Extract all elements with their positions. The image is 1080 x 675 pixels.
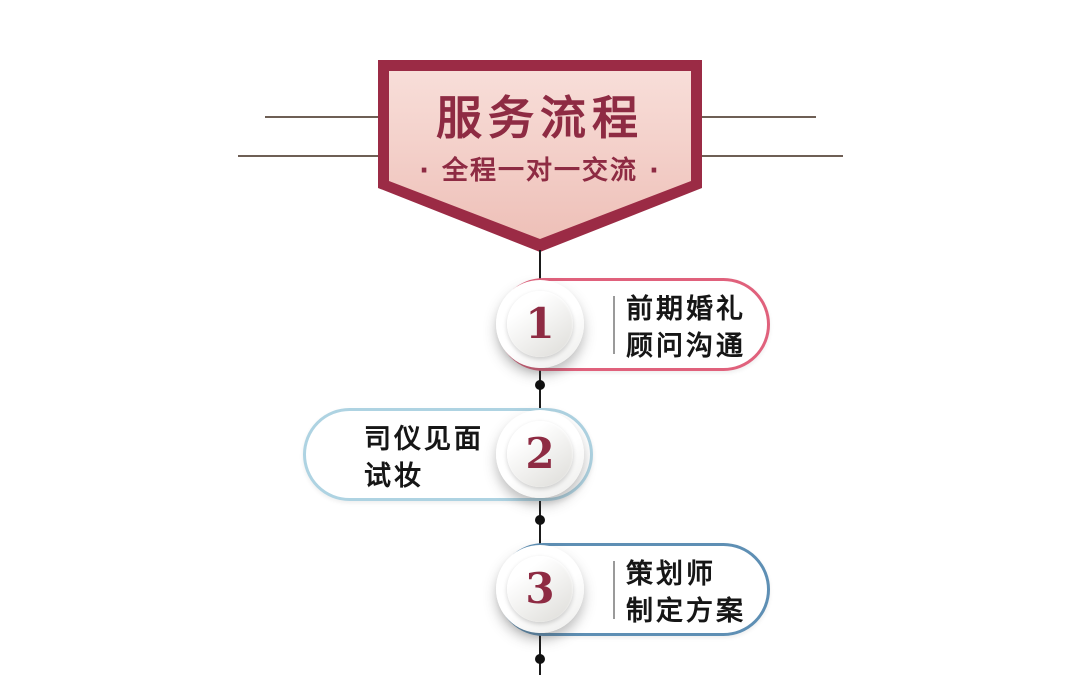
- timeline-dot-2: [535, 515, 545, 525]
- step-3-number-circle-inner: 3: [507, 556, 573, 622]
- step-3-divider: [613, 561, 615, 619]
- step-2-number: 2: [525, 429, 555, 478]
- page-title: 服务流程: [436, 91, 644, 145]
- step-2-label: 司仪见面 试妆: [364, 421, 484, 495]
- step-2-label-line1: 司仪见面: [364, 424, 484, 455]
- page-subtitle: · 全程一对一交流 ·: [419, 156, 661, 186]
- step-1-label-line2: 顾问沟通: [626, 331, 746, 362]
- decor-line-right-top: [689, 116, 816, 118]
- timeline-dot-1: [535, 380, 545, 390]
- step-2-label-line2: 试妆: [364, 461, 424, 492]
- step-3-label-line2: 制定方案: [626, 596, 746, 627]
- step-1-divider: [613, 296, 615, 354]
- step-3-number-circle: 3: [496, 545, 584, 633]
- timeline-dot-3: [535, 654, 545, 664]
- step-1-number: 1: [525, 299, 555, 348]
- step-1-number-circle-inner: 1: [507, 291, 573, 357]
- step-1-label-line1: 前期婚礼: [626, 294, 746, 325]
- decor-line-right-bottom: [702, 155, 843, 157]
- decor-line-left-top: [265, 116, 391, 118]
- step-1-number-circle: 1: [496, 280, 584, 368]
- step-2-number-circle-inner: 2: [507, 421, 573, 487]
- header-badge: 服务流程 · 全程一对一交流 ·: [378, 60, 702, 252]
- step-3-label: 策划师 制定方案: [626, 556, 746, 630]
- step-1-label: 前期婚礼 顾问沟通: [626, 291, 746, 365]
- step-3-number: 3: [525, 564, 555, 613]
- step-3-label-line1: 策划师: [626, 559, 716, 590]
- step-2-number-circle: 2: [496, 410, 584, 498]
- decor-line-left-bottom: [238, 155, 378, 157]
- badge-shield-shape: [378, 60, 702, 252]
